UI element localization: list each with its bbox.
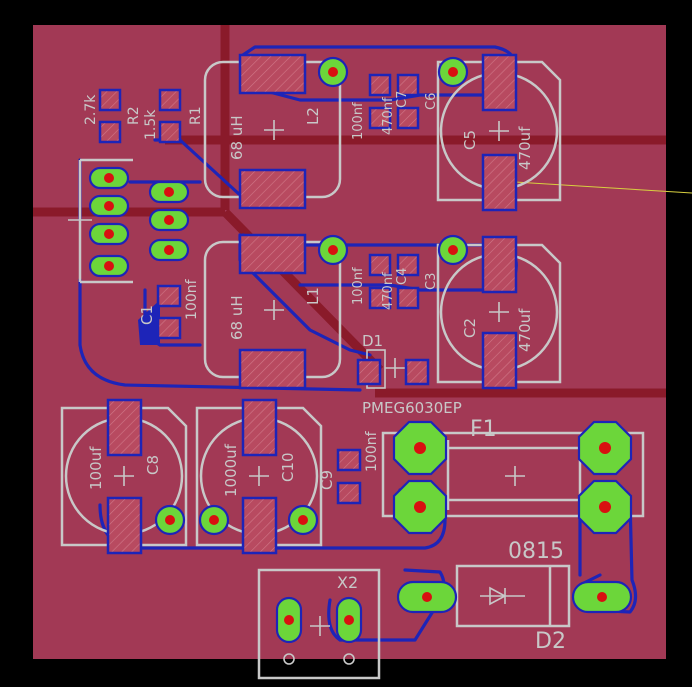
through-hole-pads [88,56,633,644]
label-d2-value: 0815 [508,539,564,564]
label-c7-mid: 470nf [381,97,396,135]
label-c1-name: C1 [138,305,156,325]
label-x2-name: X2 [337,573,358,592]
label-r1-value: 1.5k [143,109,159,140]
label-l2-name: L2 [304,107,322,125]
label-r2-value: 2.7k [83,94,99,125]
label-l1-value: 68 uH [228,295,246,340]
label-c3-name: C3 [424,273,439,290]
label-c7-name: C7 [395,91,410,108]
label-c4-name: C4 [395,268,410,285]
label-f1-name: F1 [470,417,497,442]
label-d2-name: D2 [535,629,566,654]
label-c6-name: C6 [424,93,439,110]
label-l2-value: 68 uH [228,115,246,160]
label-c2-value: 470uf [516,308,534,352]
label-c8-name: C8 [144,455,162,475]
airwire [514,181,692,194]
c1-copper-fill [138,300,160,345]
label-c8-value: 100uf [87,446,105,490]
label-c4-mid: 470nf [381,272,396,310]
label-c5-value: 470uf [516,126,534,170]
label-c4-value: 100nf [351,267,366,305]
label-c5-name: C5 [461,130,479,150]
label-c10-name: C10 [279,452,297,482]
label-c9-value: 100nf [364,430,380,472]
label-c1-value: 100nf [184,278,200,320]
silkscreen-labels: 68 uH L2 68 uH L1 2.7k R2 1.5k R1 100nf … [83,91,566,654]
label-c2-name: C2 [461,318,479,338]
label-c9-name: C9 [318,470,336,490]
label-d1-name: D1 [362,332,383,350]
label-r2-name: R2 [126,106,142,125]
label-r1-name: R1 [188,106,204,125]
smd-pads [98,53,518,555]
label-c10-value: 1000uf [222,443,240,497]
label-c7-value: 100nf [351,102,366,140]
label-d1-value: PMEG6030EP [362,399,462,417]
label-l1-name: L1 [304,287,322,305]
